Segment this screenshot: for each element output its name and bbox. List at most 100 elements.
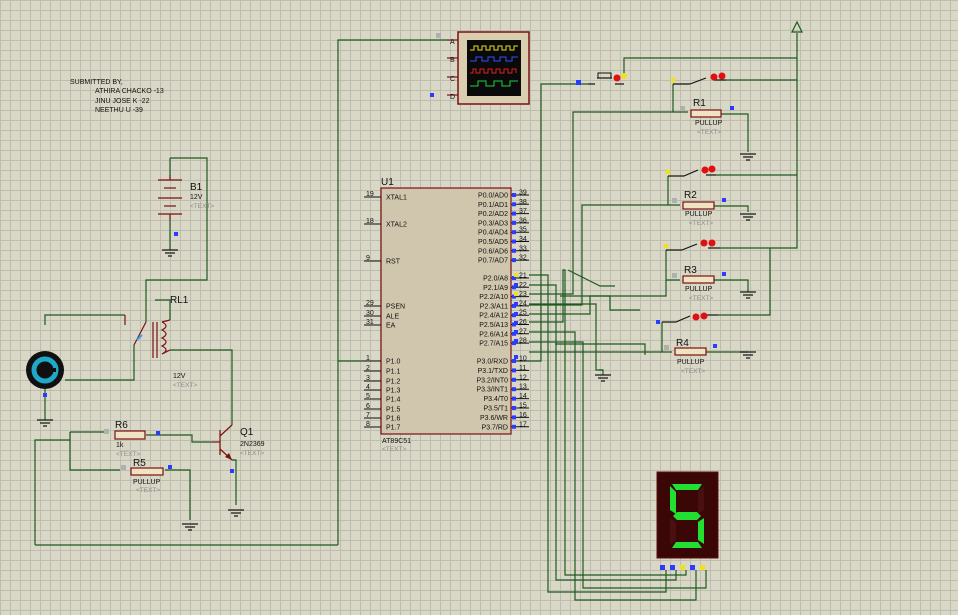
r3-value: PULLUP (685, 286, 713, 293)
mcu-pin-label: P3.4/T0 (483, 396, 508, 403)
relay-value: 12V (173, 373, 186, 380)
transistor-pin-marker (230, 469, 234, 473)
mcu-pin-label: P0.5/AD5 (478, 239, 508, 246)
mcu-pin-label: P3.6/WR (480, 415, 508, 422)
mcu-pin-number: 31 (366, 319, 374, 326)
mcu-pin-label: P0.2/AD2 (478, 211, 508, 218)
resistor-r2[interactable]: R2 PULLUP <TEXT> (672, 190, 726, 227)
relay-ref: RL1 (170, 295, 189, 306)
r3-text-placeholder: <TEXT> (689, 295, 713, 302)
r6-text-placeholder: <TEXT> (116, 451, 140, 458)
mcu-pin-number: 10 (519, 356, 527, 363)
mcu-right-pins: 39P0.0/AD038P0.1/AD137P0.2/AD236P0.3/AD3… (476, 190, 529, 431)
mcu-pin-number: 16 (519, 412, 527, 419)
mcu-pin-label: P1.0 (386, 359, 401, 366)
mcu-pin-label: P3.1/TXD (478, 368, 508, 375)
r2-ref: R2 (684, 190, 697, 201)
mcu-pin-number: 8 (366, 421, 370, 428)
transistor-q1[interactable]: Q1 2N2369 <TEXT> (212, 424, 265, 473)
mcu-pin-number: 21 (519, 273, 527, 280)
mcu-pin-number: 26 (519, 319, 527, 326)
switch-3[interactable] (663, 239, 721, 251)
mcu-pin-label: P2.6/A14 (479, 331, 508, 338)
r1-value: PULLUP (695, 120, 723, 127)
r1-ref: R1 (693, 98, 706, 109)
mcu-pin-number: 37 (519, 208, 527, 215)
switch-1[interactable] (670, 72, 727, 85)
mcu-pin-label: XTAL2 (386, 222, 407, 229)
mcu-pin-number: 39 (519, 190, 527, 197)
oscilloscope[interactable]: A B C D (430, 31, 530, 105)
mcu-pin-number: 28 (519, 338, 527, 345)
resistor-r5[interactable]: R5 PULLUP <TEXT> (121, 458, 172, 494)
seven-segment-display[interactable]: 5 (0, 0, 719, 570)
r2-value: PULLUP (685, 211, 713, 218)
mcu-pin-label: P0.1/AD1 (478, 202, 508, 209)
mcu-pin-number: 27 (519, 328, 527, 335)
r4-value: PULLUP (677, 359, 705, 366)
push-button[interactable] (576, 72, 627, 85)
segment-g (673, 512, 701, 520)
mcu-pin-label: EA (386, 323, 396, 330)
osc-channel-b: B (450, 57, 455, 64)
mcu-pin-label: P1.5 (386, 407, 401, 414)
mcu-pin-number: 12 (519, 374, 527, 381)
resistor-r6[interactable]: R6 1k <TEXT> (104, 420, 160, 458)
mcu-pin-label: P2.3/A11 (480, 303, 508, 310)
battery-value: 12V (190, 194, 203, 201)
mcu-pin-label: P1.2 (386, 379, 401, 386)
credits-heading: SUBMITTED BY, (70, 79, 123, 86)
credits-line-3: NEETHU U -39 (95, 107, 143, 114)
mcu-pin-number: 11 (519, 365, 526, 372)
mcu-pin-number: 24 (519, 300, 527, 307)
r6-ref: R6 (115, 420, 128, 431)
mcu-pin-label: P2.2/A10 (479, 294, 508, 301)
resistor-r3[interactable]: R3 PULLUP <TEXT> (672, 265, 726, 302)
r5-value: PULLUP (133, 479, 161, 486)
resistor-r4[interactable]: R4 PULLUP <TEXT> (664, 338, 717, 375)
transistor-value: 2N2369 (240, 441, 265, 448)
mcu-pin-number: 30 (366, 310, 374, 317)
mcu-pin-label: PSEN (386, 304, 405, 311)
motor[interactable] (26, 351, 64, 397)
mcu-pin-number: 35 (519, 227, 527, 234)
relay-rl1[interactable]: RL1 12V <TEXT> (124, 295, 197, 389)
mcu-pin-number: 3 (366, 375, 370, 382)
segment-a (672, 484, 702, 490)
mcu-pin-label: P3.5/T1 (483, 406, 508, 413)
battery-text-placeholder: <TEXT> (190, 203, 214, 210)
mcu-pin-label: P0.4/AD4 (478, 230, 508, 237)
power-terminal-icon (791, 20, 803, 33)
switch-2[interactable] (665, 165, 717, 177)
seven-segment-digit (670, 484, 704, 548)
logic-probes (514, 78, 675, 359)
mcu-pin-number: 6 (366, 403, 370, 410)
mcu-pin-number: 36 (519, 217, 527, 224)
mcu-pin-number: 5 (366, 393, 370, 400)
battery-b1[interactable]: B1 12V <TEXT> (158, 175, 214, 236)
mcu-pin-label: P3.0/RXD (477, 359, 508, 366)
mcu-pin-label: P2.1/A9 (483, 285, 508, 292)
battery-pin-marker (174, 232, 178, 236)
switch-4[interactable] (656, 312, 718, 325)
r5-text-placeholder: <TEXT> (136, 487, 160, 494)
mcu-pin-label: ALE (386, 314, 400, 321)
mcu-pin-number: 38 (519, 199, 527, 206)
credits-line-2: JINU JOSE K -22 (95, 98, 150, 105)
resistor-r1[interactable]: R1 PULLUP <TEXT> (680, 98, 734, 136)
mcu-pin-number: 17 (519, 421, 527, 428)
mcu-pin-number: 7 (366, 412, 370, 419)
credits-line-1: ATHIRA CHACKO -13 (95, 88, 164, 95)
mcu-pin-label: P2.5/A13 (479, 322, 508, 329)
mcu-pin-label: P1.3 (386, 388, 401, 395)
mcu-pin-label: P0.6/AD6 (478, 248, 508, 255)
mcu-pin-number: 18 (366, 218, 374, 225)
mcu-pin-label: RST (386, 259, 401, 266)
ground-symbols (37, 153, 756, 531)
wires (34, 33, 798, 601)
mcu-pin-number: 13 (519, 384, 527, 391)
segment-b (698, 486, 704, 514)
mcu-pin-number: 4 (366, 384, 370, 391)
